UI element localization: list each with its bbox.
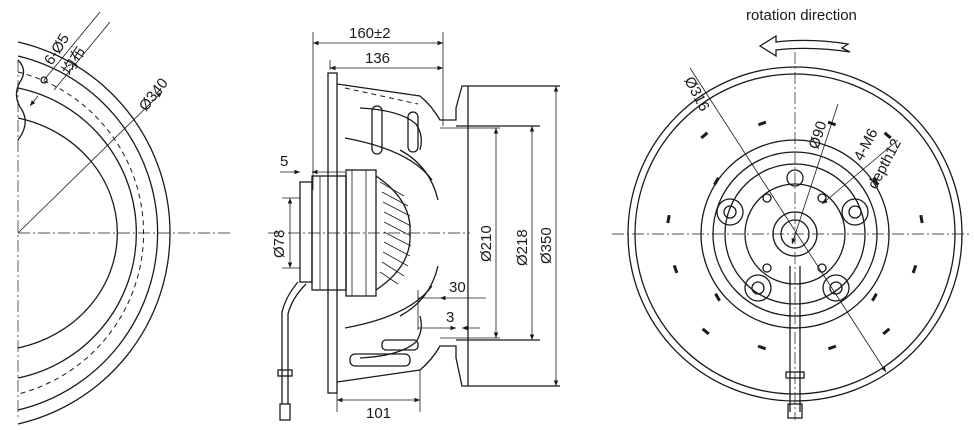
label-width-impeller: 136 (365, 50, 390, 67)
front-view: rotation direction (612, 7, 972, 420)
blade-marks (666, 120, 924, 351)
label-hub-width: 101 (366, 405, 391, 422)
label-offset-30: 30 (449, 279, 466, 296)
label-ring-dia: Ø218 (514, 229, 531, 266)
label-motor-dia: Ø78 (271, 230, 288, 258)
label-rotation: rotation direction (746, 7, 857, 24)
left-view: 6-Ø5 均布 Ø340 (15, 11, 230, 425)
rotor-fins (379, 181, 412, 285)
label-hub-dia: Ø90 (806, 119, 831, 151)
rotation-arrow-icon (758, 34, 851, 58)
label-inlet-dia: Ø210 (478, 225, 495, 262)
label-dia-340: Ø340 (136, 75, 172, 114)
label-offset-3: 3 (446, 309, 454, 326)
side-view: 160±2 136 (268, 25, 560, 422)
label-flange: 5 (280, 153, 288, 170)
label-outer-dia: Ø350 (538, 227, 555, 264)
label-width-total: 160±2 (349, 25, 391, 42)
